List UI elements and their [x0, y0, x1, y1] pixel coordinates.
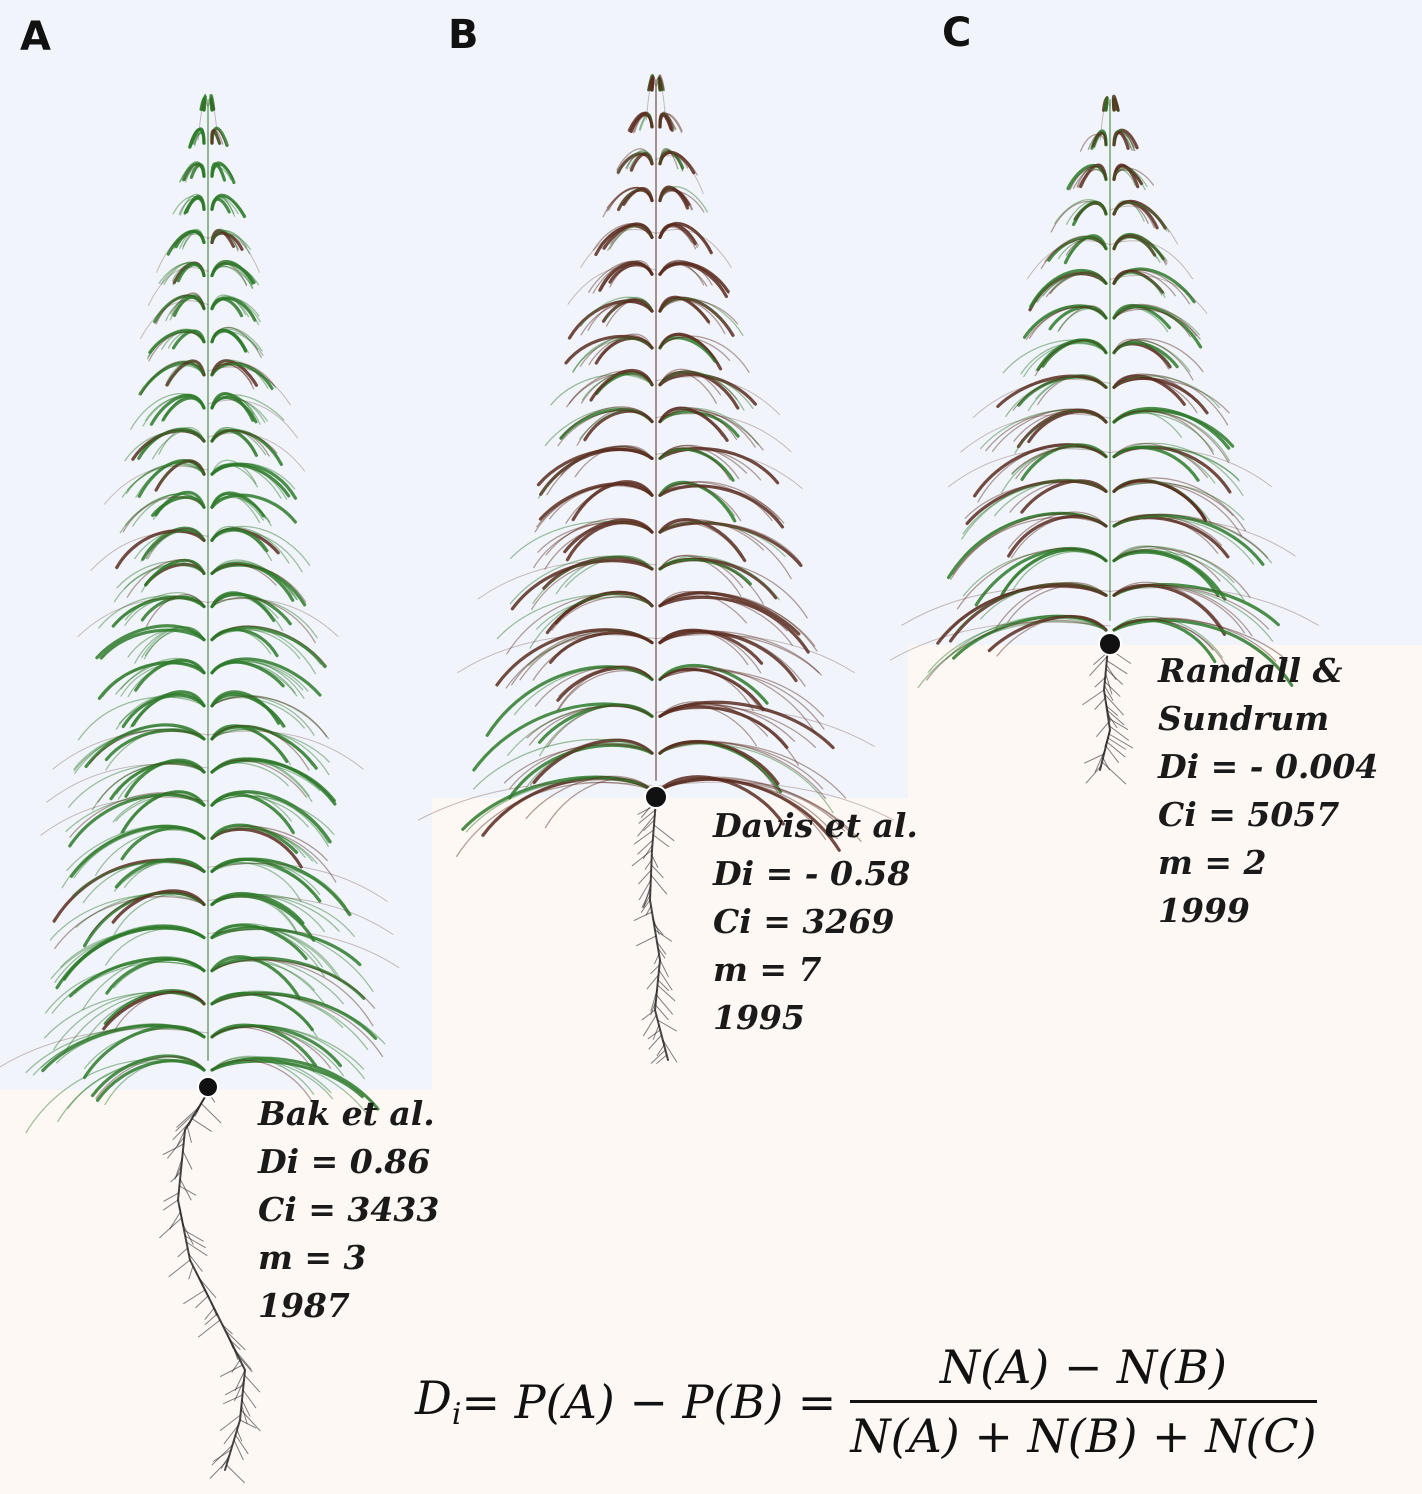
- formula-lhs: Di: [415, 1371, 462, 1432]
- node-a: [198, 1077, 218, 1097]
- di-value-b: Di = - 0.58: [713, 850, 918, 898]
- info-block-c: Randall & Sundrum Di = - 0.004 Ci = 5057…: [1158, 647, 1378, 935]
- year-a: 1987: [258, 1282, 439, 1330]
- ci-value-a: Ci = 3433: [258, 1186, 439, 1234]
- ci-value-b: Ci = 3269: [713, 898, 918, 946]
- di-value-c: Di = - 0.004: [1158, 743, 1378, 791]
- info-block-a: Bak et al. Di = 0.86 Ci = 3433 m = 3 198…: [258, 1090, 439, 1330]
- di-formula: Di = P(A) − P(B) = N(A) − N(B) N(A) + N(…: [415, 1340, 1317, 1463]
- paper-name-c-line1: Randall &: [1158, 647, 1378, 695]
- ci-value-c: Ci = 5057: [1158, 791, 1378, 839]
- year-c: 1999: [1158, 887, 1378, 935]
- panel-label-c: C: [942, 10, 971, 56]
- di-value-a: Di = 0.86: [258, 1138, 439, 1186]
- year-b: 1995: [713, 994, 918, 1042]
- node-b: [645, 786, 667, 808]
- formula-denominator: N(A) + N(B) + N(C): [850, 1400, 1316, 1463]
- formula-fraction: N(A) − N(B) N(A) + N(B) + N(C): [850, 1340, 1316, 1463]
- paper-name-a: Bak et al.: [258, 1090, 439, 1138]
- m-value-c: m = 2: [1158, 839, 1378, 887]
- m-value-b: m = 7: [713, 946, 918, 994]
- formula-numerator: N(A) − N(B): [930, 1340, 1237, 1400]
- paper-name-c-line2: Sundrum: [1158, 695, 1378, 743]
- panel-label-a: A: [20, 14, 51, 60]
- info-block-b: Davis et al. Di = - 0.58 Ci = 3269 m = 7…: [713, 802, 918, 1042]
- node-c: [1099, 633, 1121, 655]
- formula-middle: = P(A) − P(B) =: [462, 1375, 837, 1429]
- paper-name-b: Davis et al.: [713, 802, 918, 850]
- panel-label-b: B: [448, 12, 479, 58]
- m-value-a: m = 3: [258, 1234, 439, 1282]
